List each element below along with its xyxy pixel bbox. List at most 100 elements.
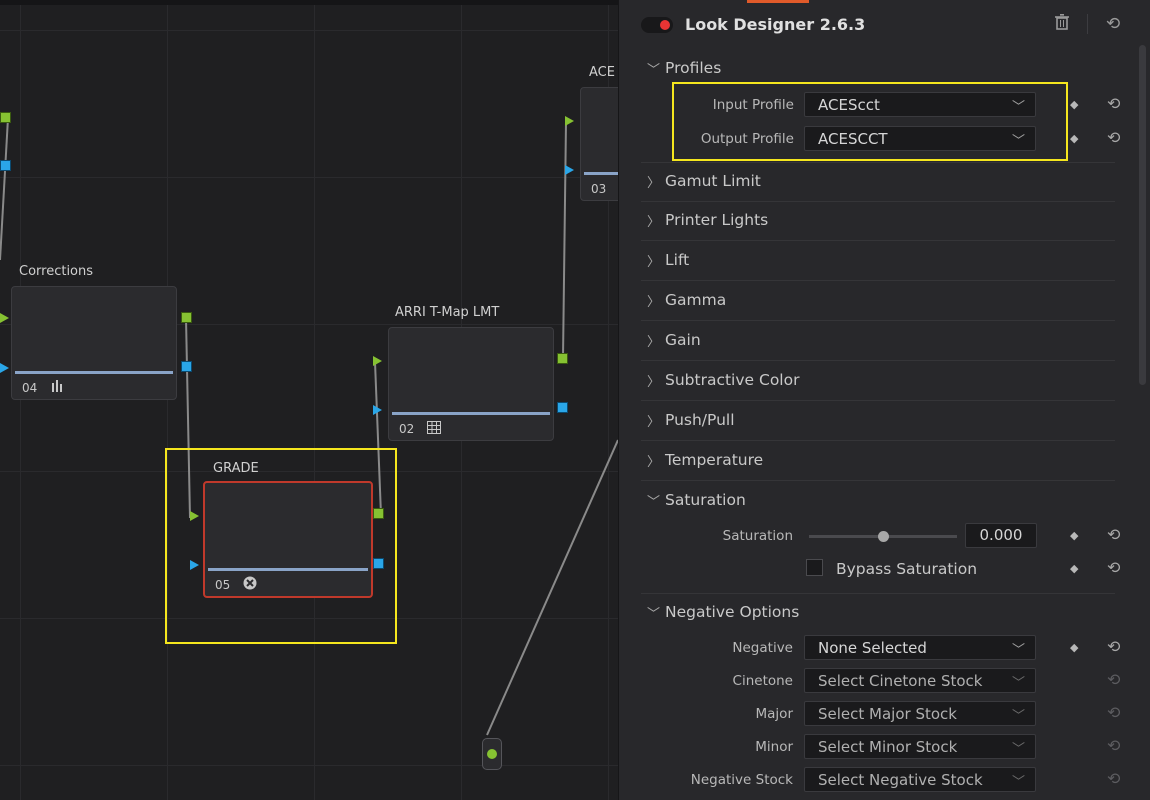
node-arri-tmap-lmt[interactable]: 02 (388, 327, 554, 441)
reset-icon[interactable]: ⟲ (1107, 769, 1121, 788)
grade-output-port[interactable] (373, 508, 384, 519)
saturation-slider-thumb[interactable] (878, 531, 889, 542)
section-temperature[interactable]: 〉 Temperature (641, 442, 1115, 481)
lmt-input-port[interactable] (373, 356, 382, 366)
node-editor[interactable]: Corrections 04 ARRI T-Map LMT 02 GRADE 0… (0, 0, 618, 800)
saturation-value-field[interactable]: 0.000 (965, 523, 1037, 548)
grade-input-port[interactable] (190, 511, 199, 521)
bypass-saturation-label: Bypass Saturation (836, 560, 978, 578)
negative-stock-label: Negative Stock (690, 772, 793, 788)
node-grade[interactable]: 05 (203, 481, 373, 598)
inspector-header: Look Designer 2.6.3 ⟲ (619, 0, 1150, 50)
lmt-key-input-port[interactable] (373, 405, 382, 415)
left-node-key-port[interactable] (0, 160, 11, 171)
grid-icon (427, 421, 441, 437)
negative-dropdown[interactable]: None Selected ﹀ (804, 635, 1036, 660)
wire-grade-lmt (374, 361, 382, 516)
output-profile-label: Output Profile (700, 131, 794, 147)
input-profile-label: Input Profile (712, 97, 794, 113)
chevron-right-icon: 〉 (647, 335, 661, 350)
reset-all-icon[interactable]: ⟲ (1106, 14, 1121, 34)
node-corrections[interactable]: 04 (11, 286, 177, 400)
grade-key-output-port[interactable] (373, 558, 384, 569)
node-number: 03 (591, 182, 607, 196)
grade-key-input-port[interactable] (190, 560, 199, 570)
chevron-right-icon: 〉 (647, 455, 661, 470)
node-bar (584, 172, 618, 175)
reset-icon[interactable]: ⟲ (1107, 670, 1121, 689)
corrections-key-input-port[interactable] (0, 363, 9, 373)
wire-left-top (0, 117, 9, 261)
major-dropdown[interactable]: Select Major Stock ﹀ (804, 701, 1036, 726)
node-ace[interactable]: 03 (580, 87, 618, 201)
keyframe-diamond-icon[interactable]: ◆ (1070, 132, 1079, 145)
keyframe-diamond-icon[interactable]: ◆ (1070, 562, 1079, 575)
section-title: Gamma (665, 291, 727, 309)
node-label-corrections: Corrections (19, 264, 94, 279)
reset-icon[interactable]: ⟲ (1107, 128, 1121, 147)
chevron-down-icon[interactable]: ﹀ (647, 495, 661, 510)
node-bar (392, 412, 550, 415)
enable-toggle[interactable] (641, 17, 673, 33)
negative-stock-dropdown[interactable]: Select Negative Stock ﹀ (804, 767, 1036, 792)
node-label-lmt: ARRI T-Map LMT (395, 305, 500, 320)
dropdown-value: ACEScct (818, 96, 880, 114)
lmt-output-port[interactable] (557, 353, 568, 364)
ace-key-input-port[interactable] (565, 165, 574, 175)
section-gamma[interactable]: 〉 Gamma (641, 282, 1115, 321)
node-number: 05 (215, 578, 231, 592)
minor-dropdown[interactable]: Select Minor Stock ﹀ (804, 734, 1036, 759)
reset-icon[interactable]: ⟲ (1107, 525, 1121, 544)
chevron-right-icon: 〉 (647, 215, 661, 230)
keyframe-diamond-icon[interactable]: ◆ (1070, 98, 1079, 111)
output-profile-dropdown[interactable]: ACESCCT ﹀ (804, 126, 1036, 151)
node-bar (208, 568, 368, 571)
reset-icon[interactable]: ⟲ (1107, 558, 1121, 577)
section-gamut-limit[interactable]: 〉 Gamut Limit (641, 163, 1115, 202)
node-connections (0, 117, 618, 736)
reset-icon[interactable]: ⟲ (1107, 94, 1121, 113)
minor-label: Minor (755, 739, 793, 755)
bypass-saturation-checkbox[interactable] (806, 559, 823, 576)
trash-icon[interactable] (1055, 14, 1069, 35)
section-gain[interactable]: 〉 Gain (641, 322, 1115, 361)
saturation-label: Saturation (722, 528, 793, 544)
dropdown-value: ACESCCT (818, 130, 888, 148)
wire-output (486, 439, 618, 736)
section-lift[interactable]: 〉 Lift (641, 242, 1115, 281)
lmt-key-output-port[interactable] (557, 402, 568, 413)
output-node-port[interactable] (487, 749, 497, 759)
keyframe-diamond-icon[interactable]: ◆ (1070, 529, 1079, 542)
section-subtractive-color[interactable]: 〉 Subtractive Color (641, 362, 1115, 401)
section-printer-lights[interactable]: 〉 Printer Lights (641, 202, 1115, 241)
reset-icon[interactable]: ⟲ (1107, 736, 1121, 755)
ace-input-port[interactable] (565, 116, 574, 126)
node-number: 02 (399, 422, 415, 436)
chevron-down-icon[interactable]: ﹀ (647, 63, 661, 78)
chevron-down-icon: ﹀ (1011, 775, 1025, 790)
input-profile-dropdown[interactable]: ACEScct ﹀ (804, 92, 1036, 117)
profiles-highlight-box (672, 82, 1068, 161)
reset-icon[interactable]: ⟲ (1107, 637, 1121, 656)
output-node[interactable] (482, 738, 502, 770)
left-node-output-port[interactable] (0, 112, 11, 123)
negative-label: Negative (732, 640, 793, 656)
section-push-pull[interactable]: 〉 Push/Pull (641, 402, 1115, 441)
chevron-down-icon: ﹀ (1011, 643, 1025, 658)
cinetone-dropdown[interactable]: Select Cinetone Stock ﹀ (804, 668, 1036, 693)
section-title[interactable]: Profiles (665, 59, 722, 77)
cinetone-label: Cinetone (732, 673, 793, 689)
section-title[interactable]: Saturation (665, 491, 746, 509)
chevron-down-icon[interactable]: ﹀ (647, 607, 661, 622)
section-negative-options: ﹀ Negative Options (641, 594, 1115, 800)
corrections-output-port[interactable] (181, 312, 192, 323)
keyframe-diamond-icon[interactable]: ◆ (1070, 641, 1079, 654)
corrections-key-output-port[interactable] (181, 361, 192, 372)
dropdown-value: Select Negative Stock (818, 771, 983, 789)
corrections-input-port[interactable] (0, 313, 9, 323)
reset-icon[interactable]: ⟲ (1107, 703, 1121, 722)
inspector-scrollbar[interactable] (1139, 45, 1146, 385)
section-title[interactable]: Negative Options (665, 603, 800, 621)
inspector-panel: Look Designer 2.6.3 ⟲ ﹀ Profiles Input P… (618, 0, 1150, 800)
section-title: Gain (665, 331, 701, 349)
